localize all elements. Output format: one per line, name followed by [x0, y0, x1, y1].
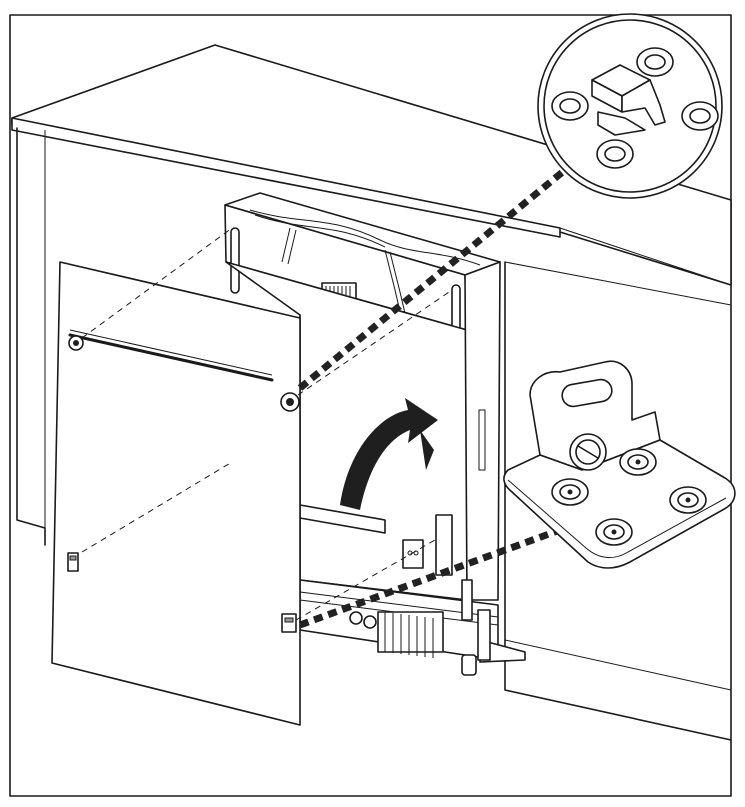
bracket-icon	[503, 360, 736, 569]
callout-lines	[297, 167, 568, 629]
dishwasher-unit	[224, 192, 526, 676]
kitchen-cabinet	[11, 44, 732, 741]
rotate-arrow-icon	[340, 398, 438, 510]
screw-icon	[68, 335, 300, 412]
alignment-guides	[81, 227, 453, 621]
decorative-door-panel	[51, 261, 301, 726]
detail-hinge-plate	[537, 13, 723, 199]
base-terminal-block	[349, 611, 444, 658]
figure-frame	[9, 14, 732, 797]
